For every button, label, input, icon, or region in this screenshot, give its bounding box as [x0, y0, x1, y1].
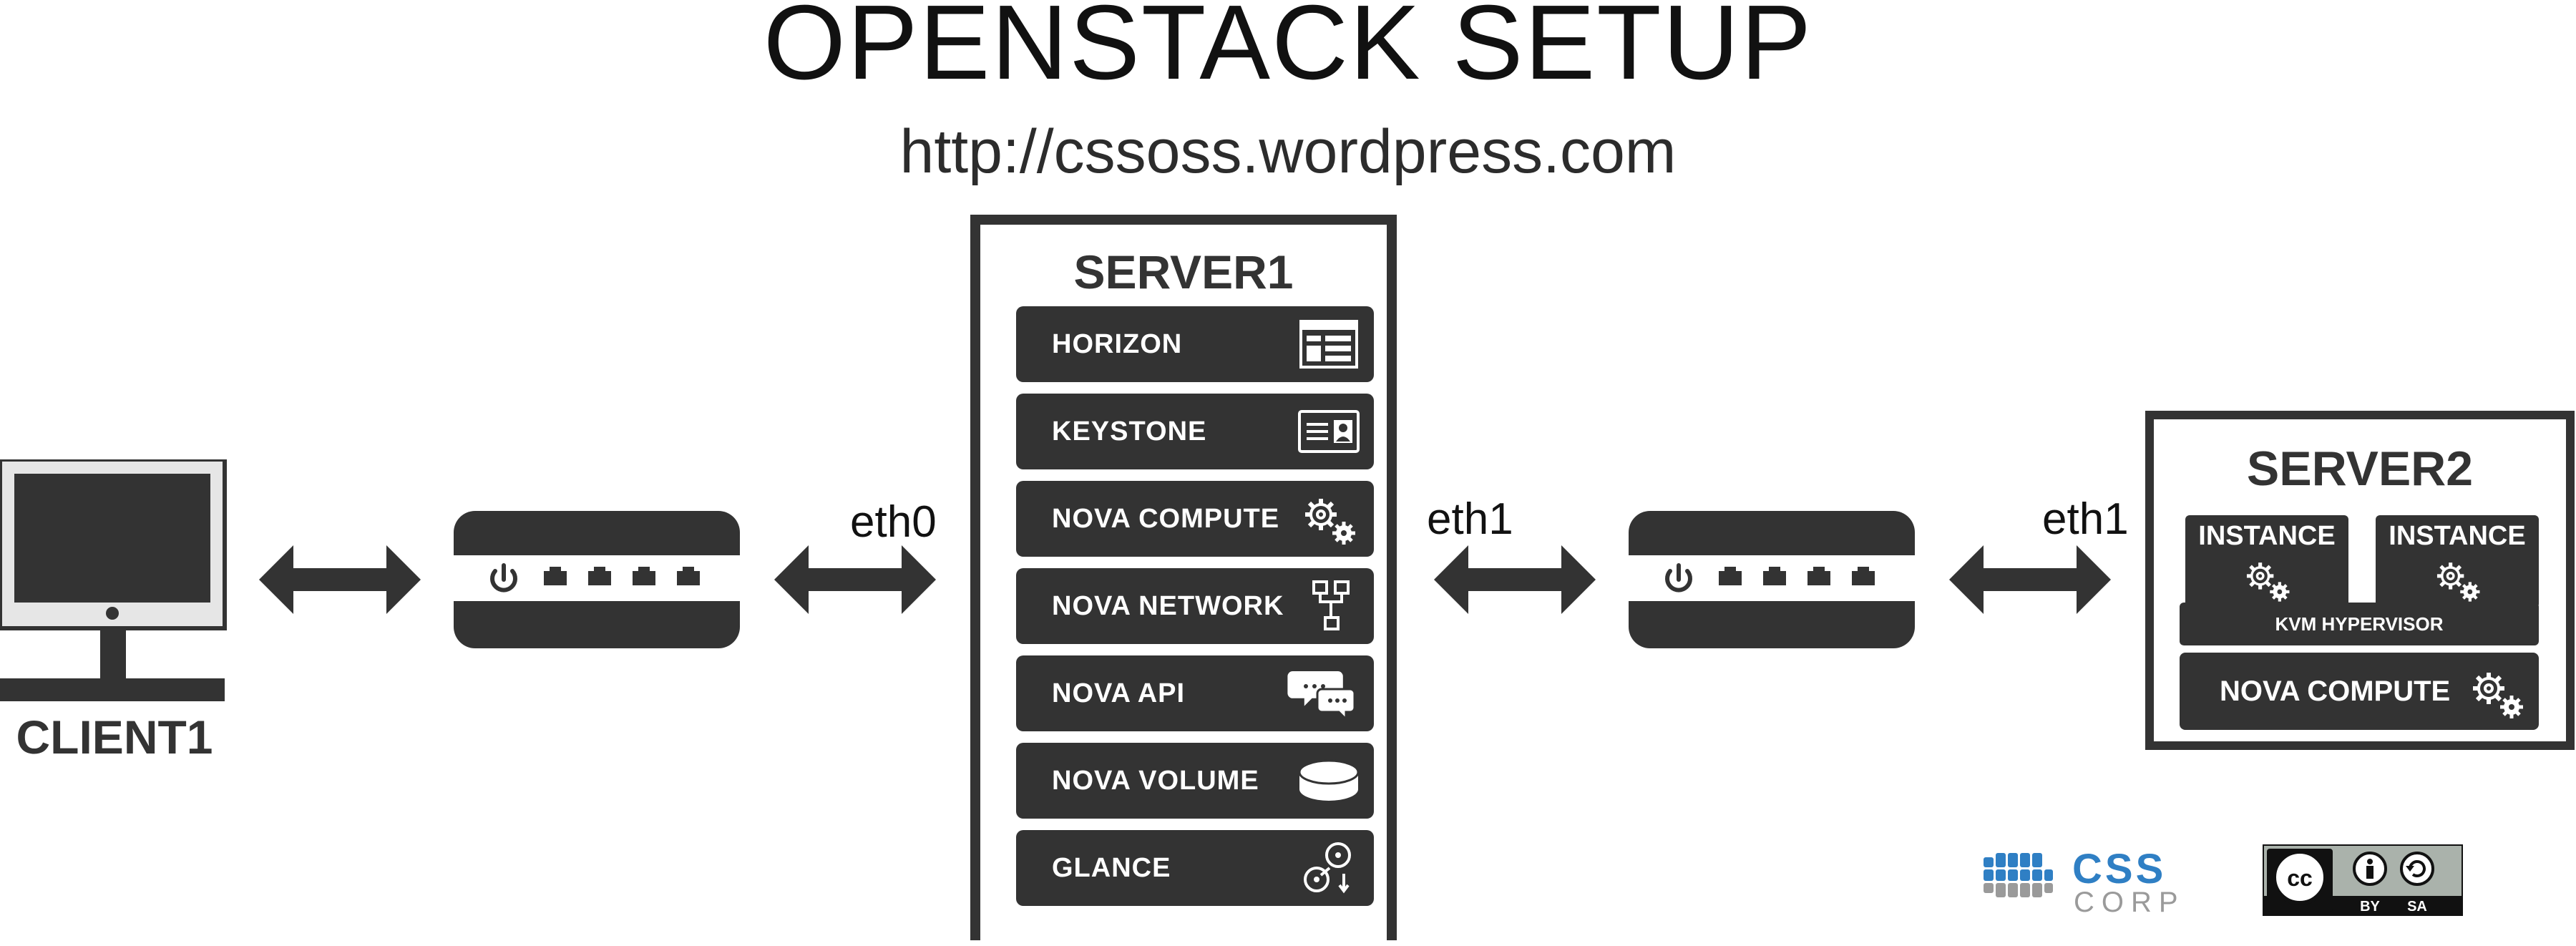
diagram-subtitle: http://cssoss.wordpress.com [899, 117, 1677, 186]
chat-bubbles-icon [1287, 671, 1356, 722]
instance-box: INSTANCE [2185, 515, 2348, 608]
service-label: KEYSTONE [1052, 416, 1207, 447]
sa-text: SA [2407, 899, 2427, 915]
bidirectional-arrow-icon [774, 545, 936, 614]
eth1-label-left: eth1 [1427, 494, 1513, 544]
instance-label: INSTANCE [2389, 521, 2526, 551]
service-label: HORIZON [1052, 329, 1183, 359]
gears-icon [1305, 499, 1355, 545]
dashboard-icon [1299, 320, 1358, 369]
service-glance: GLANCE [1016, 830, 1374, 906]
server2-nova-compute: NOVA COMPUTE [2180, 653, 2539, 730]
service-nova-api: NOVA API [1016, 655, 1374, 731]
service-label: NOVA NETWORK [1052, 591, 1284, 621]
instance-box: INSTANCE [2376, 515, 2539, 608]
server1-box: SERVER1 HORIZON KEYSTONE NOVA COMPUTE [970, 215, 1397, 940]
hypervisor-label: KVM HYPERVISOR [2275, 613, 2444, 635]
by-text: BY [2360, 899, 2380, 915]
instance-label: INSTANCE [2198, 521, 2336, 551]
bidirectional-arrow-icon [1434, 545, 1596, 614]
server2-box: SERVER2 INSTANCE INSTANCE [2145, 411, 2575, 750]
id-card-icon [1298, 410, 1360, 453]
service-label: NOVA VOLUME [1052, 766, 1259, 796]
eth0-label: eth0 [850, 497, 937, 547]
service-keystone: KEYSTONE [1016, 394, 1374, 469]
gears-icon [2473, 673, 2523, 718]
bidirectional-arrow-icon [259, 545, 421, 614]
css-corp-logo: CSS CORP [1984, 852, 2185, 915]
client-monitor-icon [0, 459, 227, 701]
network-switch-left [454, 511, 740, 648]
bidirectional-arrow-icon [1949, 545, 2111, 614]
network-tree-icon [1312, 580, 1350, 630]
service-label: GLANCE [1052, 853, 1171, 883]
css-logo-text: CSS [2072, 852, 2166, 892]
diagram-title: OPENSTACK SETUP [763, 0, 1813, 102]
gears-icon [2246, 562, 2290, 602]
gears-icon [2436, 562, 2480, 602]
network-switch-right [1629, 511, 1915, 648]
kvm-hypervisor-bar: KVM HYPERVISOR [2180, 603, 2539, 645]
service-nova-network: NOVA NETWORK [1016, 568, 1374, 644]
cc-text: cc [2287, 865, 2313, 891]
service-label: NOVA API [1052, 678, 1186, 708]
cc-by-sa-badge: cc BY SA [2263, 844, 2463, 916]
server1-title: SERVER1 [1073, 245, 1294, 298]
service-nova-compute: NOVA COMPUTE [1016, 481, 1374, 557]
client-label: CLIENT1 [16, 711, 213, 764]
service-nova-volume: NOVA VOLUME [1016, 743, 1374, 819]
service-horizon: HORIZON [1016, 306, 1374, 382]
service-label: NOVA COMPUTE [2220, 676, 2451, 707]
eth1-label-right: eth1 [2042, 494, 2129, 544]
images-icon [1304, 842, 1351, 894]
server2-title: SERVER2 [2246, 442, 2474, 496]
corp-logo-text: CORP [2074, 887, 2185, 915]
disk-icon [1298, 759, 1360, 801]
service-label: NOVA COMPUTE [1052, 504, 1280, 534]
